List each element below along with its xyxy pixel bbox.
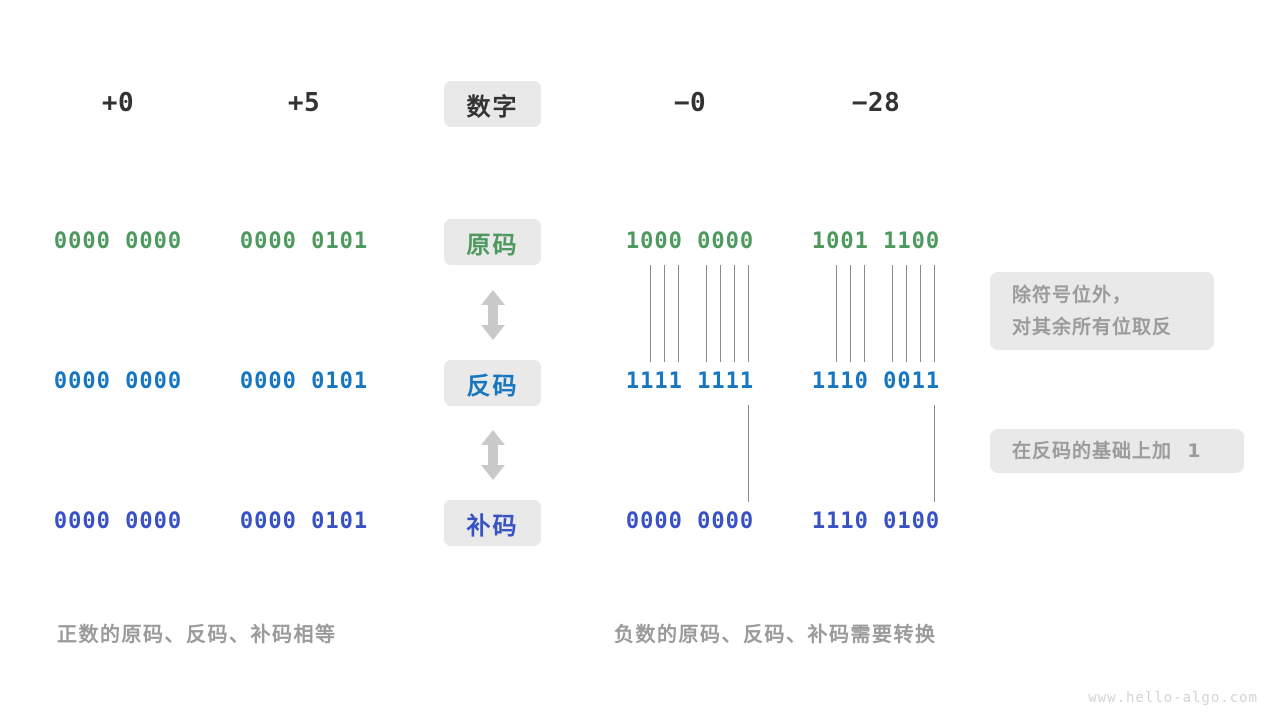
connector-line-invert-neg0-bit2 — [650, 265, 651, 362]
header-value-plus-five: +5 — [287, 88, 321, 118]
row-label-sign-magnitude: 原码 — [444, 219, 541, 265]
connector-line-invert-neg28-bit5 — [892, 265, 893, 362]
connector-line-invert-neg0-bit8 — [748, 265, 749, 362]
connector-line-invert-neg28-bit7 — [920, 265, 921, 362]
connector-line-invert-neg28-bit8 — [934, 265, 935, 362]
connector-line-invert-neg28-bit6 — [906, 265, 907, 362]
note-invert-line-2: 对其余所有位取反 — [1012, 316, 1173, 338]
header-value-plus-zero: +0 — [101, 88, 135, 118]
row-label-ones-complement: 反码 — [444, 360, 541, 406]
row-sign-magnitude-bits-minus-twentyeight: 1001 1100 — [811, 229, 941, 254]
row-ones-complement-bits-plus-five: 0000 0101 — [239, 369, 369, 394]
connector-line-invert-neg0-bit3 — [664, 265, 665, 362]
connector-line-invert-neg28-bit3 — [850, 265, 851, 362]
double-arrow-icon-ones-to-twos — [478, 429, 508, 485]
connector-line-invert-neg0-bit5 — [706, 265, 707, 362]
row-sign-magnitude-bits-minus-zero: 1000 0000 — [625, 229, 755, 254]
connector-line-invert-neg0-bit7 — [734, 265, 735, 362]
row-twos-complement-bits-plus-zero: 0000 0000 — [53, 509, 183, 534]
row-twos-complement-bits-minus-zero: 0000 0000 — [625, 509, 755, 534]
watermark: www.hello-algo.com — [1088, 690, 1258, 706]
row-label-twos-complement: 补码 — [444, 500, 541, 546]
header-label-number: 数字 — [444, 81, 541, 127]
connector-line-plusone-neg0-bit8 — [748, 405, 749, 502]
note-invert-bits: 除符号位外， 对其余所有位取反 — [990, 272, 1214, 350]
connector-line-plusone-neg28-bit8 — [934, 405, 935, 502]
row-twos-complement-bits-minus-twentyeight: 1110 0100 — [811, 509, 941, 534]
double-arrow-icon-sign-magnitude-to-ones — [478, 289, 508, 345]
row-ones-complement-bits-plus-zero: 0000 0000 — [53, 369, 183, 394]
note-invert-line-1: 除符号位外， — [1012, 284, 1133, 306]
row-sign-magnitude-bits-plus-zero: 0000 0000 — [53, 229, 183, 254]
note-add-one: 在反码的基础上加 1 — [990, 429, 1244, 473]
row-twos-complement-bits-plus-five: 0000 0101 — [239, 509, 369, 534]
row-ones-complement-bits-minus-zero: 1111 1111 — [625, 369, 755, 394]
caption-negative-numbers: 负数的原码、反码、补码需要转换 — [614, 622, 937, 646]
caption-positive-numbers: 正数的原码、反码、补码相等 — [57, 622, 337, 646]
connector-line-invert-neg28-bit2 — [836, 265, 837, 362]
note-add-one-text: 在反码的基础上加 1 — [1012, 440, 1202, 462]
connector-line-invert-neg0-bit6 — [720, 265, 721, 362]
connector-line-invert-neg28-bit4 — [864, 265, 865, 362]
header-value-minus-twentyeight: −28 — [851, 88, 901, 118]
connector-line-invert-neg0-bit4 — [678, 265, 679, 362]
header-value-minus-zero: −0 — [673, 88, 707, 118]
row-ones-complement-bits-minus-twentyeight: 1110 0011 — [811, 369, 941, 394]
row-sign-magnitude-bits-plus-five: 0000 0101 — [239, 229, 369, 254]
